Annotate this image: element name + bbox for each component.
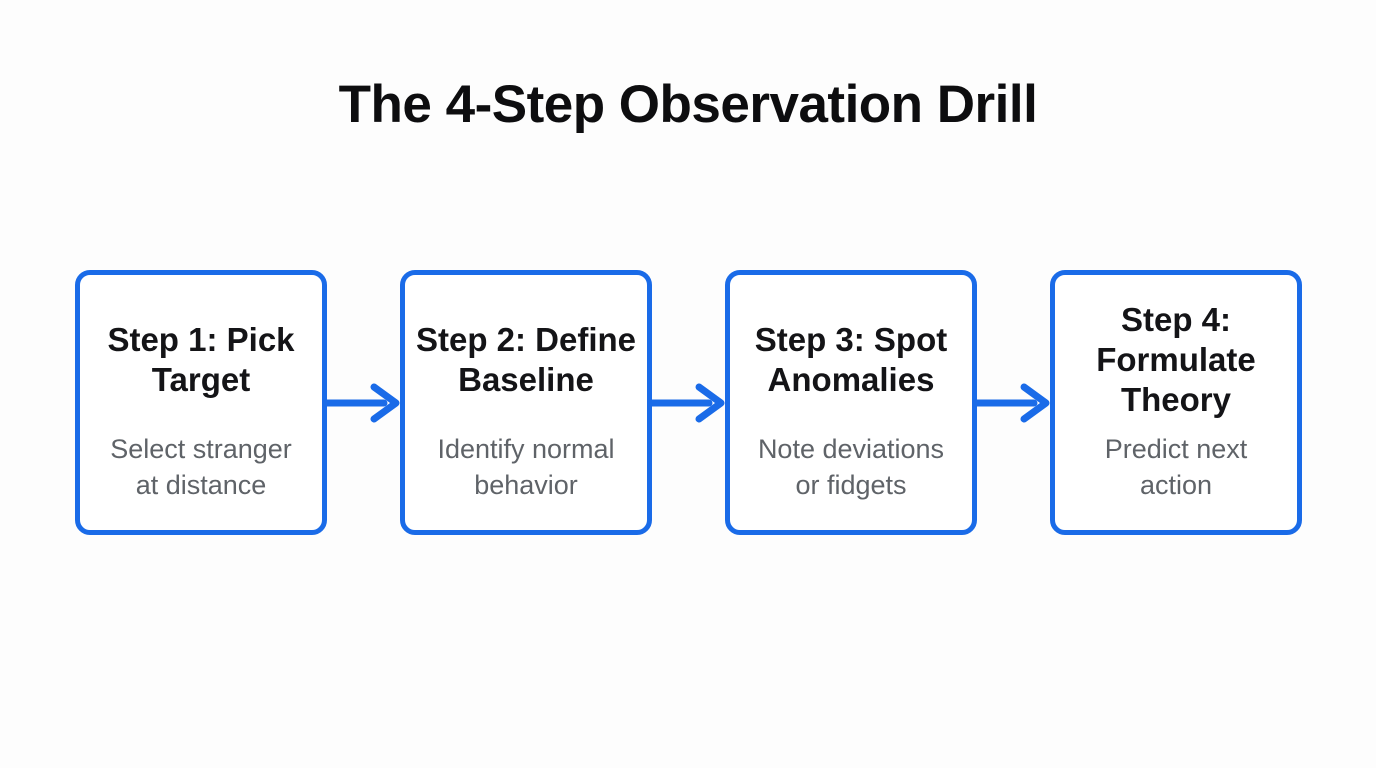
arrow-right-icon — [646, 383, 725, 422]
step-3-box: Step 3: Spot Anomalies Note deviations o… — [725, 270, 977, 535]
arrow-right-icon — [971, 383, 1050, 422]
step-3-description: Note deviations or fidgets — [730, 431, 972, 503]
step-description-text: Predict next action — [1104, 434, 1248, 500]
step-title-text: Step 3: Spot Anomalies — [754, 321, 948, 398]
step-2-box: Step 2: Define Baseline Identify normal … — [400, 270, 652, 535]
step-2-title: Step 2: Define Baseline — [405, 275, 647, 445]
connector-2 — [646, 270, 725, 535]
step-1-description: Select stranger at distance — [80, 431, 322, 503]
step-description-text: Note deviations or fidgets — [757, 434, 945, 500]
connector-1 — [321, 270, 400, 535]
step-title-text: Step 4: Formulate Theory — [1096, 301, 1256, 418]
step-1-box: Step 1: Pick Target Select stranger at d… — [75, 270, 327, 535]
step-description-text: Identify normal behavior — [437, 434, 615, 500]
step-2-description: Identify normal behavior — [405, 431, 647, 503]
step-4-title: Step 4: Formulate Theory — [1055, 275, 1297, 445]
step-title-text: Step 1: Pick Target — [107, 321, 295, 398]
step-4-description: Predict next action — [1055, 431, 1297, 503]
arrow-right-icon — [321, 383, 400, 422]
flow-row: Step 1: Pick Target Select stranger at d… — [75, 270, 1302, 535]
step-title-text: Step 2: Define Baseline — [415, 321, 637, 398]
step-description-text: Select stranger at distance — [110, 434, 292, 500]
connector-3 — [971, 270, 1050, 535]
step-4-box: Step 4: Formulate Theory Predict next ac… — [1050, 270, 1302, 535]
step-1-title: Step 1: Pick Target — [80, 275, 322, 445]
step-3-title: Step 3: Spot Anomalies — [730, 275, 972, 445]
diagram-title: The 4-Step Observation Drill — [338, 75, 1038, 134]
